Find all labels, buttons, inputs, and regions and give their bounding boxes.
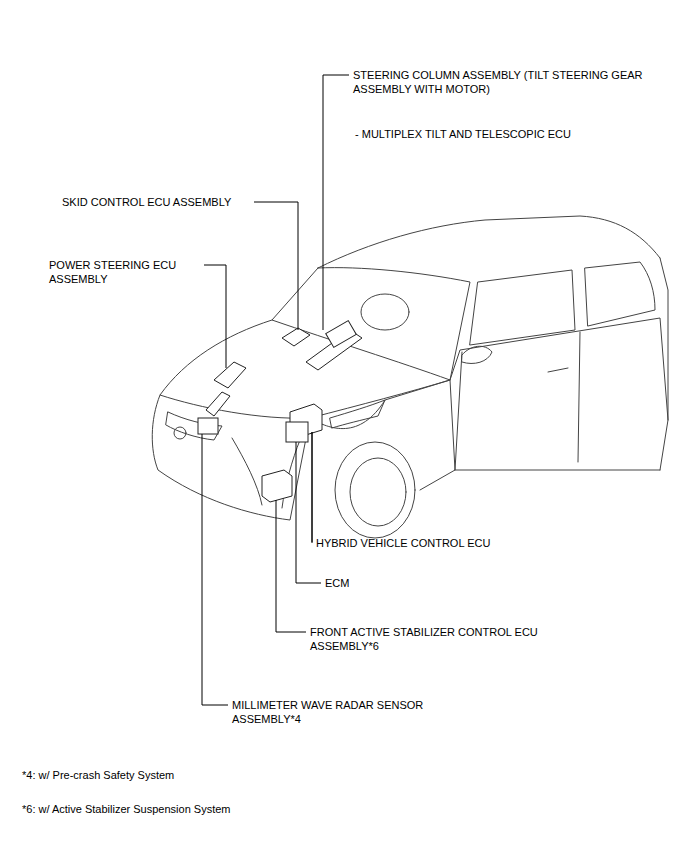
- power-steering-ecu: [214, 362, 246, 388]
- front-fascia: [152, 395, 310, 520]
- headlight: [330, 400, 385, 428]
- ecm: [286, 422, 308, 442]
- front-wheel: [350, 458, 406, 526]
- part-name: HYBRID VEHICLE CONTROL ECU: [316, 536, 546, 550]
- radar-sensor: [198, 418, 218, 434]
- leader-line: [254, 202, 298, 330]
- door-handle: [548, 368, 568, 372]
- leader-line: [312, 432, 313, 542]
- part-name: - MULTIPLEX TILT AND TELESCOPIC ECU: [355, 127, 615, 141]
- rocker: [455, 470, 660, 471]
- grille: [232, 438, 300, 508]
- car-side: [450, 318, 668, 420]
- mirror: [462, 346, 492, 363]
- door-line: [455, 332, 580, 470]
- front-wheel: [335, 442, 415, 538]
- power-steering-bracket: [206, 392, 230, 416]
- stabilizer-ecu: [262, 470, 292, 502]
- steering-column-motor: [326, 321, 357, 348]
- part-name: FRONT ACTIVE STABILIZER CONTROL ECU ASSE…: [310, 625, 542, 653]
- skid-control-ecu: [282, 328, 310, 346]
- part-name: STEERING COLUMN ASSEMBLY (TILT STEERING …: [353, 68, 643, 96]
- front-fender: [310, 380, 455, 490]
- hood: [160, 320, 450, 418]
- leader-line: [296, 442, 321, 583]
- leader-line: [312, 432, 313, 543]
- side-window: [585, 262, 655, 326]
- part-name: MILLIMETER WAVE RADAR SENSOR ASSEMBLY*4: [232, 698, 447, 726]
- leader-line: [323, 75, 349, 330]
- part-name: POWER STEERING ECU ASSEMBLY: [49, 258, 199, 286]
- footnote: *4: w/ Pre-crash Safety System: [22, 768, 322, 782]
- part-name: ECM: [325, 576, 385, 590]
- wheel-hub: [174, 427, 186, 439]
- steering-wheel: [361, 294, 409, 330]
- leader-line: [202, 434, 228, 705]
- leader-line: [276, 500, 306, 632]
- car-roof: [318, 216, 660, 268]
- part-name: SKID CONTROL ECU ASSEMBLY: [62, 195, 252, 209]
- footnote: *6: w/ Active Stabilizer Suspension Syst…: [22, 802, 362, 816]
- windshield: [272, 268, 470, 380]
- leader-line: [204, 265, 226, 368]
